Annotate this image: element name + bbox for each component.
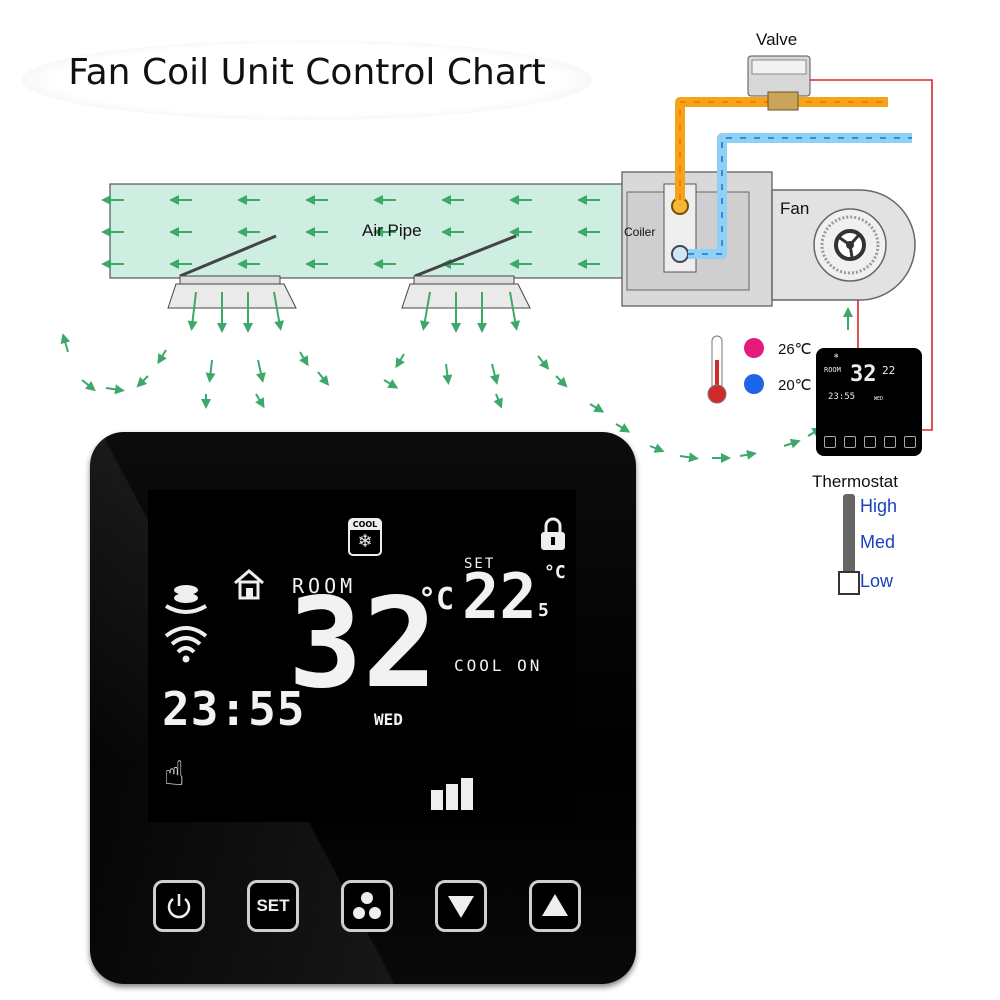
speed-high-label: High (860, 496, 898, 516)
supply-air-arrow (783, 438, 801, 449)
mini-thermostat: ❄ ROOM 32 22 23:55 WED (816, 348, 922, 456)
home-icon (234, 569, 264, 600)
set-button-label: SET (256, 896, 290, 915)
supply-air-arrow (589, 403, 605, 413)
up-triangle-icon (542, 894, 568, 916)
diffuser-left (167, 283, 297, 309)
up-button[interactable] (529, 880, 581, 932)
lock-icon (541, 517, 565, 550)
damper-right (414, 234, 517, 278)
lcd-screen: COOL ❄ (148, 490, 576, 822)
supply-air-arrow (419, 291, 431, 331)
supply-air-arrow (256, 359, 266, 383)
set-label: SET (464, 556, 496, 572)
mini-clock: 23:55 (828, 392, 856, 402)
supply-air-arrow (157, 349, 167, 365)
hand-icon: ☝ (164, 754, 185, 794)
supply-air-arrow (105, 384, 125, 395)
speed-med-label: Med (860, 532, 896, 552)
cool-mode-badge: COOL ❄ (348, 518, 382, 556)
clock-display: 23:55 (162, 682, 306, 736)
status-text: COOL ON (454, 656, 543, 675)
down-button[interactable] (435, 880, 487, 932)
supply-air-arrow (255, 393, 265, 409)
mini-cool-icon: ❄ (834, 352, 839, 360)
page-title: Fan Coil Unit Control Chart (68, 52, 546, 93)
hot-port (671, 197, 689, 215)
supply-air-arrow (317, 371, 330, 386)
supply-air-arrow (649, 443, 665, 453)
mini-buttons (824, 436, 916, 448)
cold-dot (744, 374, 764, 394)
supply-air-arrow (537, 355, 550, 370)
speed-track (843, 494, 855, 584)
supply-air-arrow (273, 291, 285, 331)
power-icon (167, 894, 191, 919)
set-button[interactable]: SET (247, 880, 299, 932)
supply-air-arrow (442, 363, 453, 385)
room-temperature: 32 (288, 572, 438, 716)
mini-room-label: ROOM (824, 366, 841, 374)
supply-air-arrow (136, 375, 149, 388)
supply-air-arrow (493, 393, 503, 409)
supply-air-arrows (60, 291, 853, 463)
thermostat-label: Thermostat (812, 472, 898, 491)
air-pipe (109, 183, 626, 279)
fan-label: Fan (780, 199, 810, 218)
mini-room-temp: 32 (850, 362, 877, 387)
diffuser-right (401, 283, 531, 309)
set-temperature: 22 (462, 560, 537, 633)
supply-air-arrow (205, 359, 216, 383)
mini-set-temp: 22 (882, 364, 896, 377)
speed-knob (838, 571, 860, 595)
speed-low-label: Low (860, 571, 894, 591)
fan-speed-bars-icon (431, 778, 473, 810)
coiler-label: Coiler (624, 225, 656, 239)
supply-air-arrow (509, 291, 521, 331)
supply-air-arrow (81, 379, 96, 392)
snowflake-icon: ❄ (357, 531, 373, 552)
down-triangle-icon (448, 896, 474, 918)
cold-port (671, 245, 689, 263)
supply-air-arrow (679, 452, 699, 463)
valve-label: Valve (756, 30, 798, 49)
fan-button[interactable] (341, 880, 393, 932)
diffuser-right-top (413, 275, 515, 285)
supply-air-arrow (383, 379, 399, 389)
room-label: ROOM (292, 574, 357, 598)
diffuser-left-top (179, 275, 281, 285)
supply-air-arrow (739, 449, 757, 460)
mini-day: WED (874, 396, 884, 402)
hot-temp-label: 26℃ (778, 341, 812, 358)
supply-air-arrow (615, 423, 631, 433)
fan-coil-icon (164, 585, 208, 614)
supply-air-arrow (187, 291, 198, 331)
thermostat-device: COOL ❄ (90, 432, 636, 984)
supply-air-arrow (60, 333, 71, 353)
supply-air-arrow (489, 363, 500, 385)
title-backdrop (22, 40, 592, 120)
fan-icon (353, 892, 381, 919)
valve-wire (810, 79, 933, 431)
supply-air-arrow (555, 375, 568, 388)
set-unit: °C (544, 562, 566, 583)
set-temperature-decimal: 5 (538, 600, 549, 621)
wifi-icon (164, 626, 208, 663)
power-button[interactable] (153, 880, 205, 932)
room-unit: °C (418, 582, 455, 617)
air-pipe-label: Air Pipe (362, 221, 422, 240)
day-label: WED (374, 710, 403, 729)
air-pipe-arrows (101, 195, 600, 269)
supply-air-arrow (395, 353, 405, 369)
supply-air-arrow (299, 351, 309, 367)
cold-temp-label: 20℃ (778, 377, 812, 394)
hot-dot (744, 338, 764, 358)
damper-left (179, 234, 277, 278)
